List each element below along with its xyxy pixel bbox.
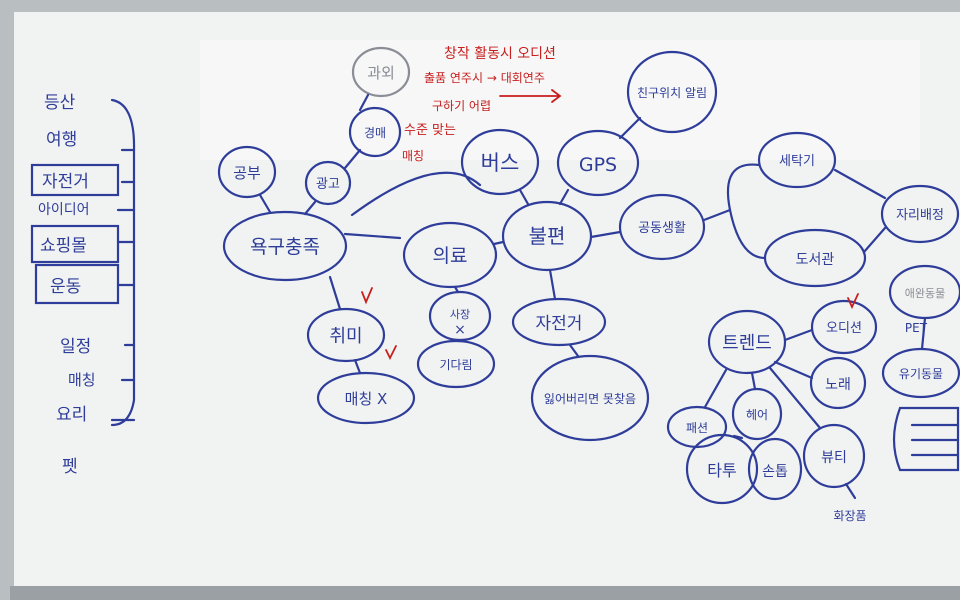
node-trend: 트렌드 [722,333,772,354]
ellipse-bus [460,128,540,196]
list-item-shopping: 쇼핑몰 [40,236,87,256]
list-item-yeohaeng: 여행 [46,130,77,150]
list-item-iljeong: 일정 [60,337,91,357]
node-hwajang: 화장품 [833,509,866,523]
ellipse-setak [757,131,837,189]
node-pet-circle: 애완동물 [905,287,945,300]
ellipse-trend [707,309,787,375]
ellipse-gps [556,129,640,197]
red-note-line4: 수준 맞는 [404,123,456,138]
ellipse-tatoo [685,433,759,505]
node-yokgu: 욕구충족 [250,236,320,258]
box-shopping [30,224,120,264]
ellipse-chwimi [306,307,386,363]
box-undong [34,263,120,305]
node-gongbu: 공부 [233,164,261,182]
ellipse-yokgu [222,210,348,282]
ellipse-fashion [666,405,728,449]
ellipse-gongdong [618,193,706,261]
x-mark-sajang: × [454,322,466,338]
ellipse-beauty [802,423,866,489]
box-jajeongeo [30,163,120,197]
node-bus: 버스 [481,151,520,175]
ellipse-gidari [416,339,496,389]
node-gps: GPS [579,154,617,176]
node-tatoo: 타투 [707,461,736,480]
node-yugi: 유기동물 [899,367,943,381]
ellipse-sontop [747,437,803,501]
node-gongdong: 공동생활 [638,221,686,236]
node-gwango: 광고 [316,177,340,192]
node-beauty: 뷰티 [821,450,847,466]
ellipse-hair [731,387,783,441]
node-sontop: 손톱 [762,464,788,480]
node-odition: 오디션 [826,321,862,336]
ellipse-jarie [880,184,960,244]
node-hair: 헤어 [746,408,768,422]
ellipse-odition [810,299,878,355]
red-note-line5: 매칭 [402,149,424,163]
ellipse-gwango [304,160,352,206]
list-item-jajeongeo: 자전거 [42,172,89,192]
node-chingu: 친구위치 알림 [637,86,707,100]
node-gyeongmae: 경매 [364,126,386,140]
red-arrow-note [499,89,562,103]
list-item-idea: 아이디어 [38,202,90,218]
red-tick-odition [847,293,859,310]
board-glare [200,40,920,160]
list-item-pet: 펫 [62,457,78,477]
node-setak: 세탁기 [779,154,815,169]
node-jarie: 자리배정 [896,208,944,223]
ellipse-jajeongeo [511,297,607,347]
ellipse-gyeongmae [348,106,402,158]
list-item-yori: 요리 [56,405,87,425]
whiteboard-surface [14,12,960,588]
node-pet-label: PET [905,321,928,335]
node-sajang: 사장 [450,308,470,321]
node-fashion: 패션 [686,421,708,435]
node-gwaoe: 과외 [367,64,395,82]
ellipse-gongbu [217,145,277,199]
board-bottom-tray [10,586,960,600]
red-tick-maching [385,345,397,361]
node-ireobeorimyeon: 잃어버리면 못찾음 [544,392,636,406]
node-jajeongeo: 자전거 [536,314,583,334]
ellipse-chingu [626,50,718,134]
ellipse-gwaoe [351,46,411,98]
node-bulpyeon: 불편 [529,224,566,248]
ellipse-maching [316,371,416,425]
list-item-maching: 매칭 [68,371,96,389]
ellipse-norae [809,356,867,410]
node-uiryo: 의료 [433,245,468,267]
red-note-line3: 구하기 어렵 [432,99,491,113]
node-gidari: 기다림 [439,358,472,372]
node-chwimi: 취미 [329,326,362,347]
list-item-deungsan: 등산 [44,93,76,113]
node-doseo: 도서관 [796,252,835,268]
doghouse-sketch [892,406,960,472]
node-norae: 노래 [825,377,851,393]
node-maching: 매칭 X [345,390,388,408]
red-tick-chwimi [361,287,373,305]
ellipse-ireobeorimyeon [530,354,650,442]
list-item-undong: 운동 [50,277,81,297]
ellipse-sajang [428,290,492,342]
ellipse-uiryo [402,221,498,289]
red-note-line1: 창작 활동시 오디션 [444,46,556,62]
red-note-line2: 출품 연주시 → 대회연주 [424,71,545,85]
